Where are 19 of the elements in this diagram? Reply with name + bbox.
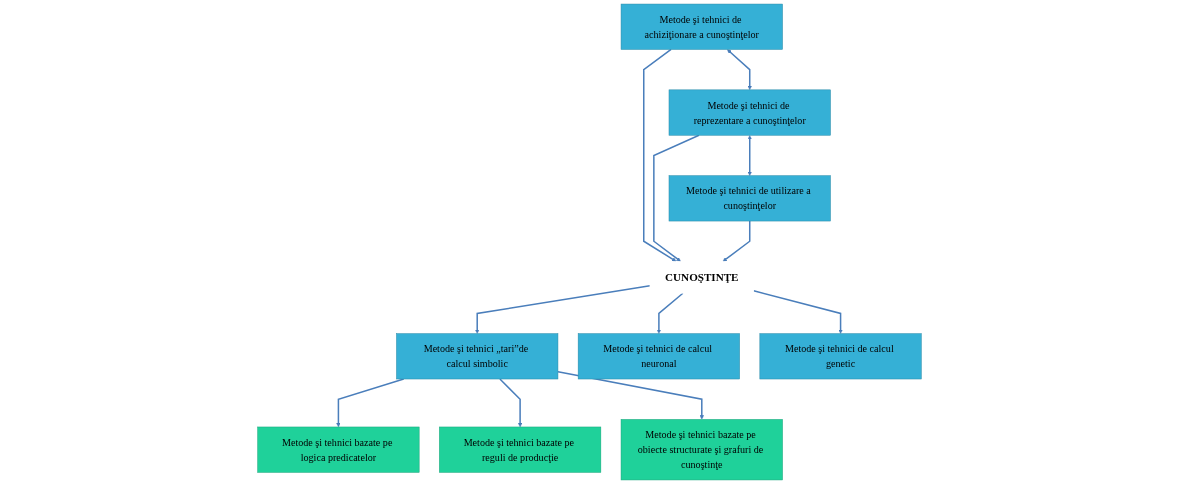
arrow xyxy=(656,292,684,334)
node-box: Metode şi tehnici de calcul genetic xyxy=(759,333,922,380)
node-box: Metode şi tehnici de utilizare a cunoştinţelor xyxy=(668,175,831,222)
arrow xyxy=(653,134,700,262)
arrow xyxy=(752,290,843,334)
node-text: CUNOŞTINŢE xyxy=(665,271,739,284)
node-box: Metode şi tehnici bazate pe reguli de producţie xyxy=(439,426,602,473)
arrow xyxy=(475,284,651,334)
node-box: Metode şi tehnici „tari”de calcul simbolic xyxy=(396,333,559,380)
node-box: Metode şi tehnici de calcul neuronal xyxy=(577,333,740,380)
node-box: Metode şi tehnici de achiziţionare a cunoştinţelor xyxy=(620,3,783,50)
node-box: Metode şi tehnici bazate pe obiecte structurate şi grafuri de cunoştinţe xyxy=(620,419,783,481)
node-box: Metode şi tehnici de reprezentare a cunoştinţelor xyxy=(668,89,831,136)
arrow xyxy=(499,378,523,428)
arrow xyxy=(722,220,751,262)
arrow xyxy=(643,48,677,262)
arrow xyxy=(727,49,752,91)
node-box: Metode şi tehnici bazate pe logica predicatelor xyxy=(257,426,420,473)
arrow xyxy=(747,135,752,176)
